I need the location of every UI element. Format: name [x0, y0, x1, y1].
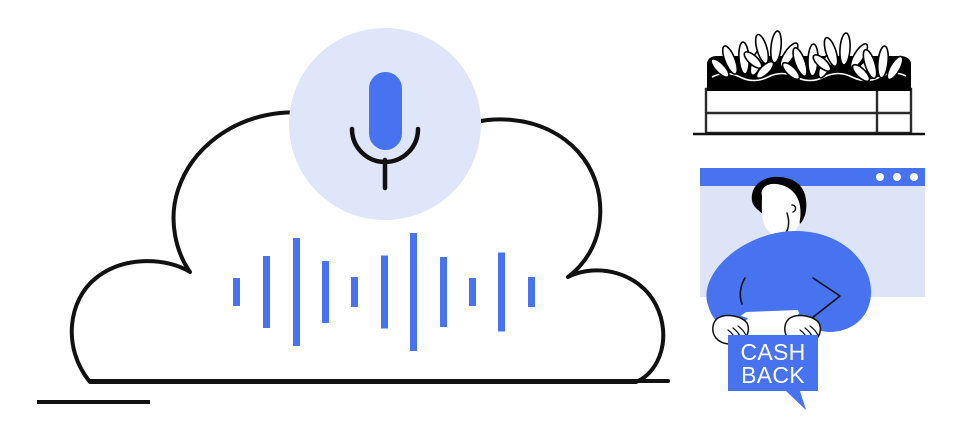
browser-dot-3-icon[interactable] [910, 173, 918, 181]
microphone-icon [369, 72, 402, 150]
plant-cluster-5 [851, 45, 904, 83]
person-arm-crease-left [739, 277, 746, 305]
person-left-arm [707, 276, 748, 329]
person-ear-detail [791, 204, 797, 213]
waveform-bar [233, 278, 240, 306]
cashback-line1: CASH [740, 339, 805, 365]
waveform-bar [410, 233, 417, 351]
waveform-bar [293, 238, 300, 346]
audio-waveform [233, 233, 535, 351]
waveform-bar [469, 278, 476, 306]
waveform-bar [528, 277, 535, 307]
soil-wave-line [711, 72, 907, 82]
waveform-bar [381, 255, 388, 329]
browser-dot-1-icon[interactable] [876, 173, 884, 181]
waveform-bar [440, 257, 447, 327]
person-shirt [706, 230, 872, 332]
cashback-bubble-shape [728, 335, 818, 410]
browser-dot-2-icon[interactable] [893, 173, 901, 181]
cashback-speech-bubble[interactable]: CASH BACK [728, 335, 818, 410]
waveform-bar [263, 256, 270, 328]
waveform-bar [322, 261, 329, 323]
waveform-bar [351, 277, 358, 307]
person-arm-crease-right [811, 277, 841, 319]
person-face [761, 183, 801, 238]
browser-title-bar[interactable] [700, 168, 925, 186]
cashback-line2: BACK [741, 362, 805, 388]
waveform-bar [498, 252, 505, 332]
